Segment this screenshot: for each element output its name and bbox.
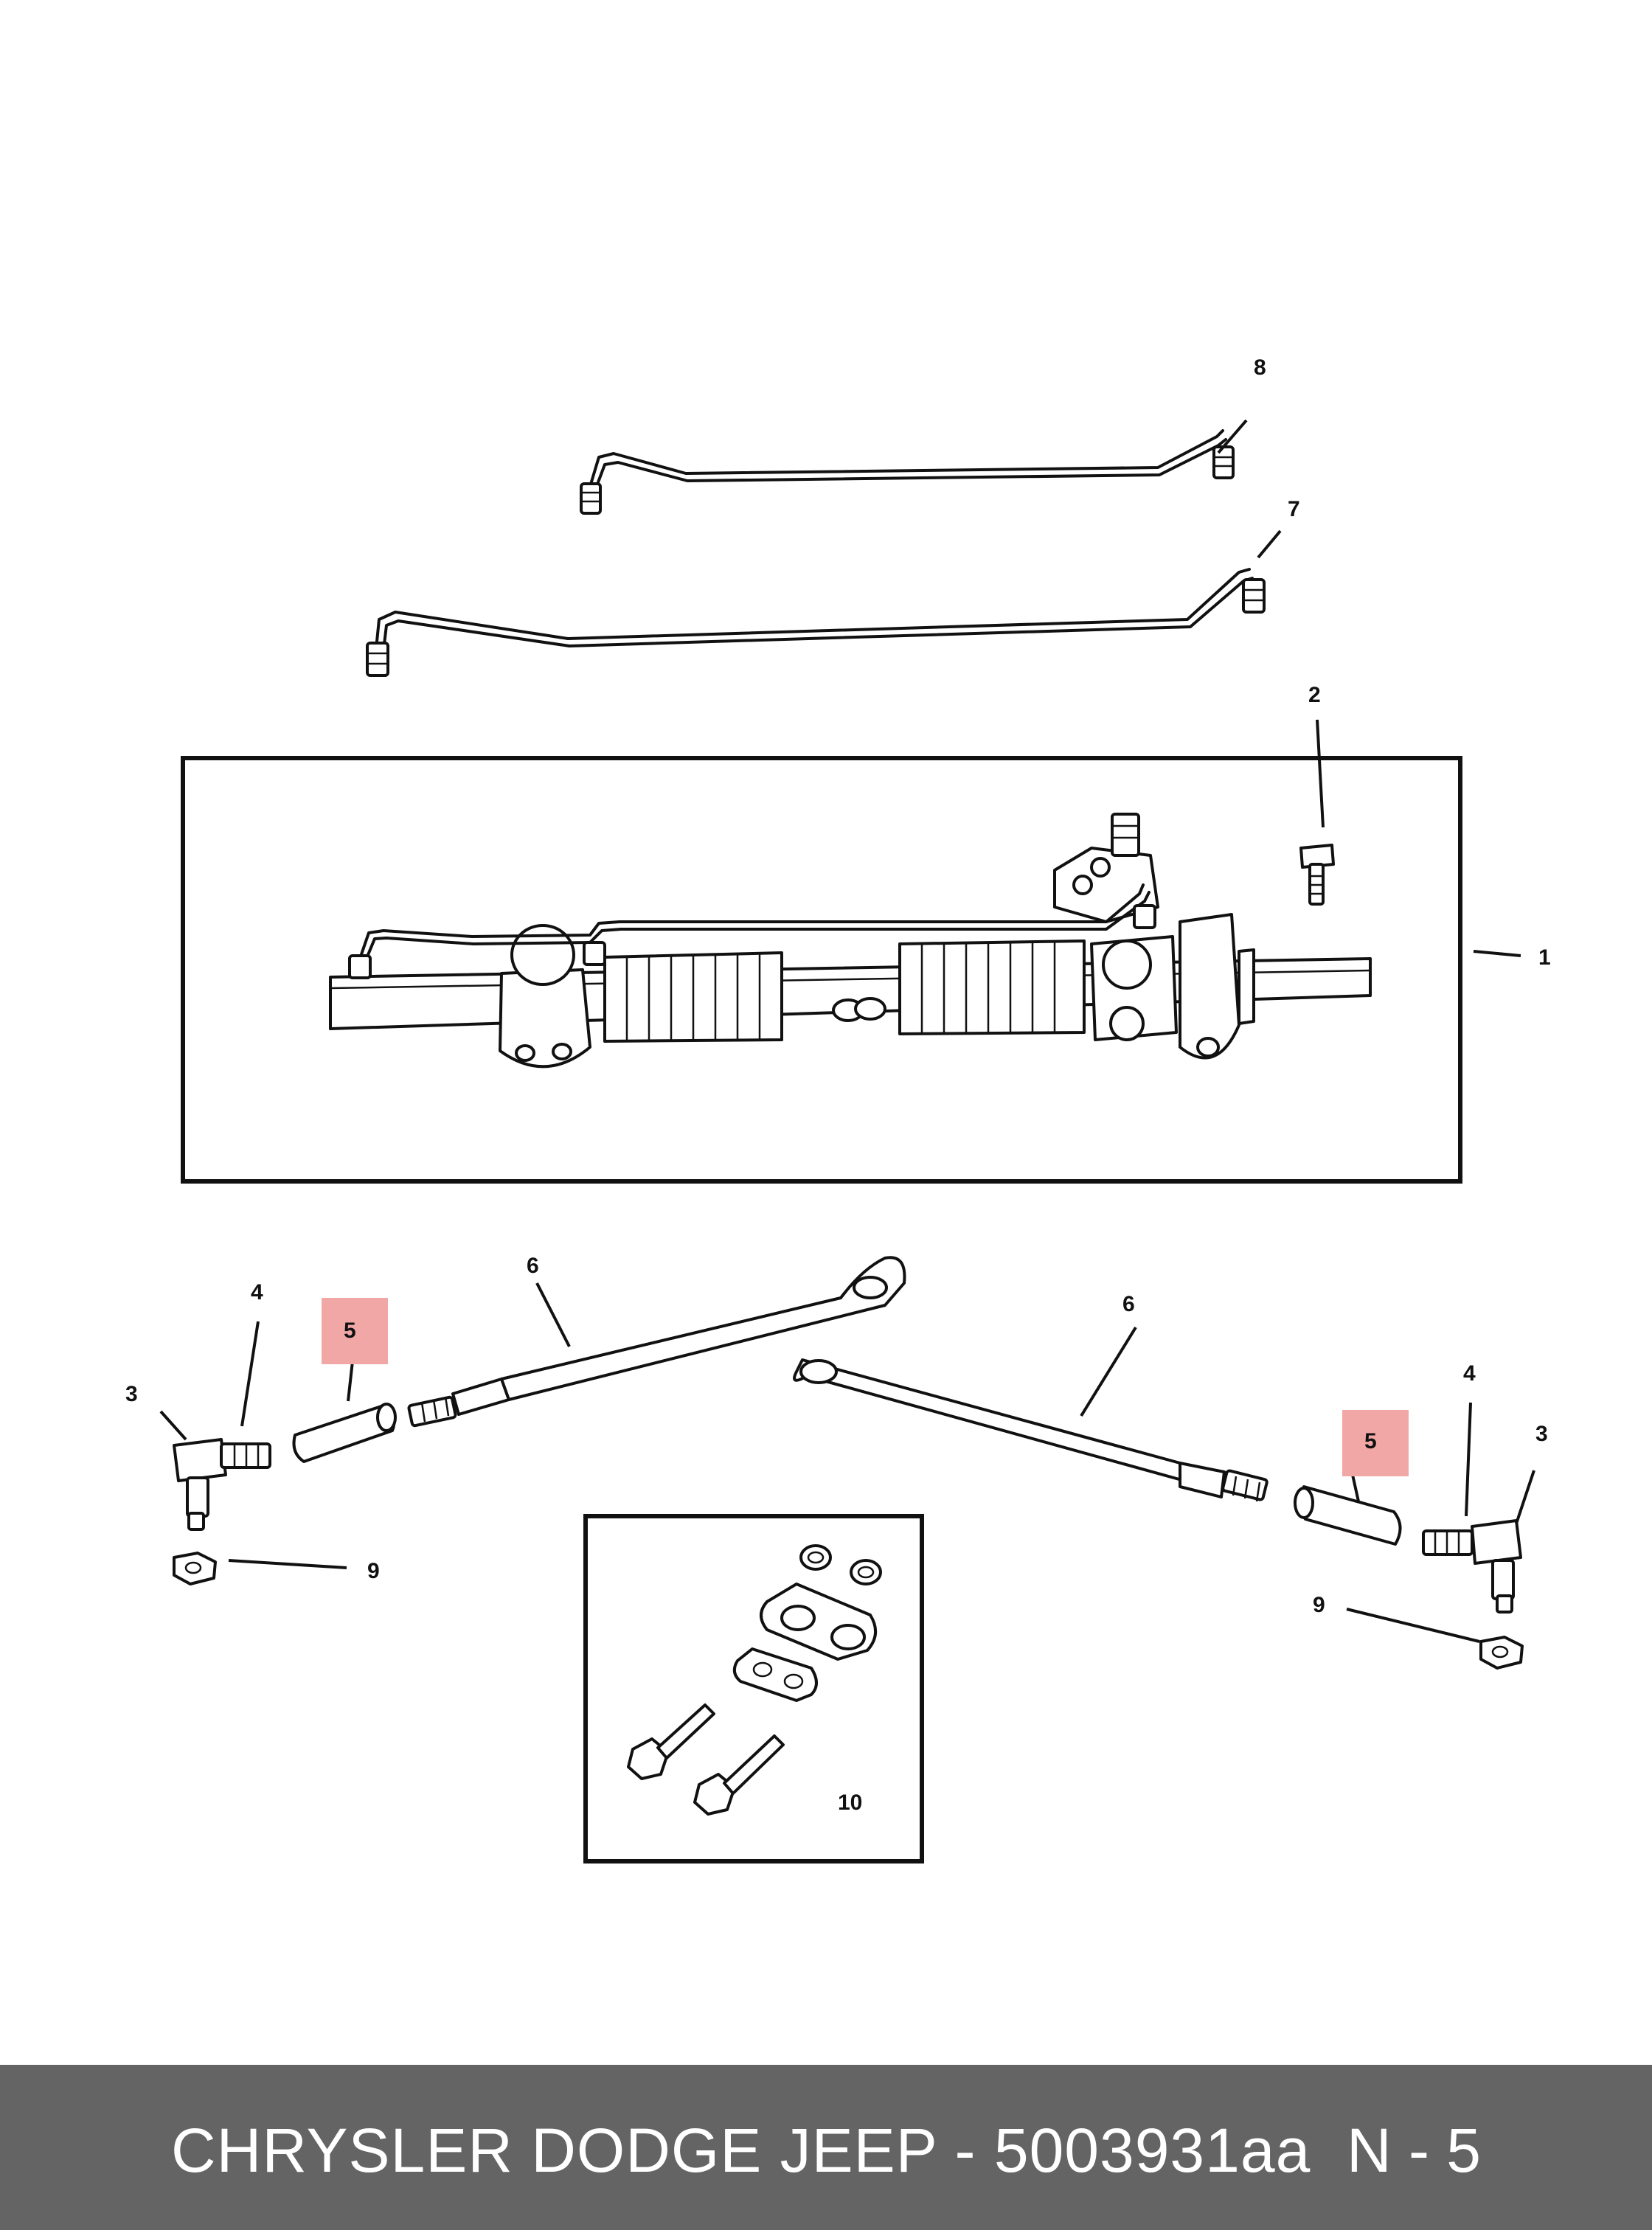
steering-gear-frame [181,756,1462,1184]
parts-diagram: 8 7 2 1 3 4 5 6 9 6 5 4 3 9 10 [125,355,1551,1863]
footer-page-ref: N - 5 [1347,2116,1482,2185]
callout-3-right: 3 [1535,1422,1548,1446]
pressure-line-8 [580,429,1235,515]
right-nut-9 [1479,1636,1524,1670]
callout-5-right: 5 [1364,1429,1377,1453]
callout-9-left: 9 [367,1559,380,1583]
left-nut-9 [173,1552,217,1585]
footer-bar: CHRYSLER DODGE JEEP - 5003931aa N - 5 [0,2065,1652,2230]
leader-lines [159,419,1535,1643]
callout-4-left: 4 [251,1280,263,1305]
callout-6-left: 6 [527,1254,539,1278]
steering-gear-assembly [329,813,1372,1069]
callout-5-left: 5 [344,1319,356,1343]
right-tie-rod-6 [793,1358,1268,1502]
mounting-bolt-2 [1299,844,1335,906]
callout-7: 7 [1288,497,1300,521]
callout-4-right: 4 [1463,1361,1476,1386]
callout-8: 8 [1254,355,1266,380]
right-tie-rod-end-3 [1422,1519,1522,1614]
callout-2: 2 [1308,683,1321,707]
mounting-kit-frame [583,1514,924,1863]
right-sleeve-5 [1294,1485,1402,1546]
callout-10: 10 [838,1790,862,1815]
left-tie-rod-6 [407,1256,906,1428]
highlight-left-5 [322,1298,388,1364]
footer-part-number: CHRYSLER DODGE JEEP - 5003931aa [171,2116,1311,2185]
callout-1: 1 [1538,945,1551,970]
callout-9-right: 9 [1313,1593,1325,1617]
left-tie-rod-end-3 [173,1438,271,1531]
left-sleeve-5 [292,1403,397,1463]
highlight-right-5 [1342,1410,1409,1476]
callout-6-right: 6 [1122,1292,1135,1316]
return-line-7 [366,568,1266,677]
mounting-kit-10 [627,1544,882,1816]
callout-3-left: 3 [125,1382,138,1406]
